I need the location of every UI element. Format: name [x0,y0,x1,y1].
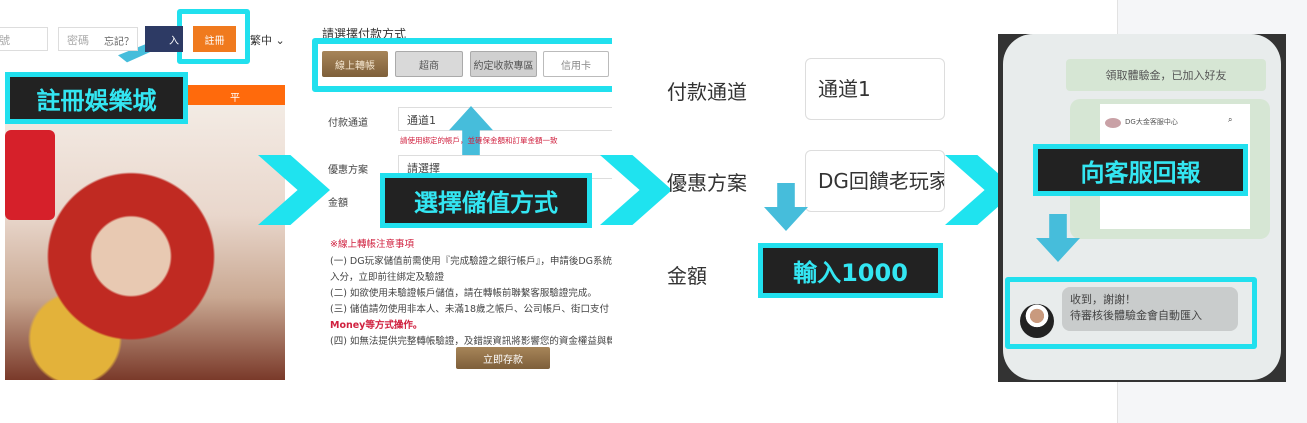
note-line: 入分，立即前往綁定及驗證 [330,272,445,283]
reply-bubble: 收到，謝謝！ 待審核後體驗金會自動匯入 [1062,287,1238,331]
forgot-link[interactable]: 忘記？ [104,37,134,48]
channel-label: 付款通道 [667,80,747,104]
login-button[interactable]: 入 [145,26,183,52]
search-icon: ⌕ [1228,115,1233,124]
select-deposit-method-tag: 選擇儲值方式 [380,173,592,228]
sent-message-bubble: 領取體驗金，已加入好友 [1066,59,1266,91]
chevron-down-icon: ⌄ [275,34,285,47]
language-label: 繁中 [250,34,272,47]
notes-title: ※線上轉帳注意事項 [330,239,414,250]
register-casino-tag: 註冊娛樂城 [5,72,188,124]
chat-name: DG大金客服中心 [1125,118,1178,126]
reply-line: 待審核後體驗金會自動匯入 [1070,309,1202,322]
reply-line: 收到，謝謝！ [1070,293,1136,306]
note-line: (一) DG玩家儲值前需使用『完成驗證之銀行帳戶』，申請後DG系統 [330,256,613,267]
payment-method-title: 請選擇付款方式 [322,27,407,41]
report-to-service-tag: 向客服回報 [1033,144,1248,196]
orange-banner: 平 [185,85,285,105]
method-credit-card[interactable]: 信用卡 [543,51,609,77]
note-line: (二) 如欲使用未驗證帳戶儲值，請在轉帳前聯繫客服驗證完成。 [330,288,597,299]
note-line: (四) 如無法提供完整轉帳驗證，及錯誤資訊將影響您的資金權益與轉 [330,336,615,347]
chat-panel: 領取體驗金，已加入好友 DG大金客服中心 ⌕ 向客服回報 收到，謝謝！ 待審核後… [998,34,1286,382]
note-line: (三) 儲值請勿使用非本人、未滿18歲之帳戶、公司帳戶、街口支付 [330,304,610,315]
language-select[interactable]: 繁中 ⌄ [250,32,285,48]
promo-input[interactable]: DG回饋老玩家 [805,150,945,212]
channel-select[interactable]: 通道1 [398,107,613,131]
register-button[interactable]: 註冊 [193,26,236,52]
chat-avatar [1105,118,1121,128]
down-arrow-icon [764,183,808,231]
red-envelope [5,130,55,220]
method-convenience-store[interactable]: 超商 [395,51,463,77]
method-agreed-account[interactable]: 約定收款專區 [470,51,537,77]
promo-label: 優惠方案 [667,171,747,195]
password-input[interactable]: 密碼 [58,27,138,51]
channel-label: 付款通道 [328,118,368,129]
panel-edge [612,25,620,375]
register-panel: 號 密碼 忘記？ 入 註冊 繁中 ⌄ 平 註冊娛樂城 [0,0,290,390]
channel-hint: 請使用綁定的帳戶，並確保金額和訂單金額一致 [400,136,558,145]
account-input[interactable]: 號 [0,27,48,51]
amount-label: 金額 [328,198,348,209]
channel-input[interactable]: 通道1 [805,58,945,120]
note-line: Money等方式操作。 [330,320,423,331]
enter-amount-tag: 輸入1000 [758,243,943,298]
method-online-transfer[interactable]: 線上轉帳 [322,51,388,77]
amount-label: 金額 [667,264,707,288]
deposit-now-button[interactable]: 立即存款 [456,347,550,369]
agent-avatar [1020,304,1054,338]
promo-label: 優惠方案 [328,165,368,176]
